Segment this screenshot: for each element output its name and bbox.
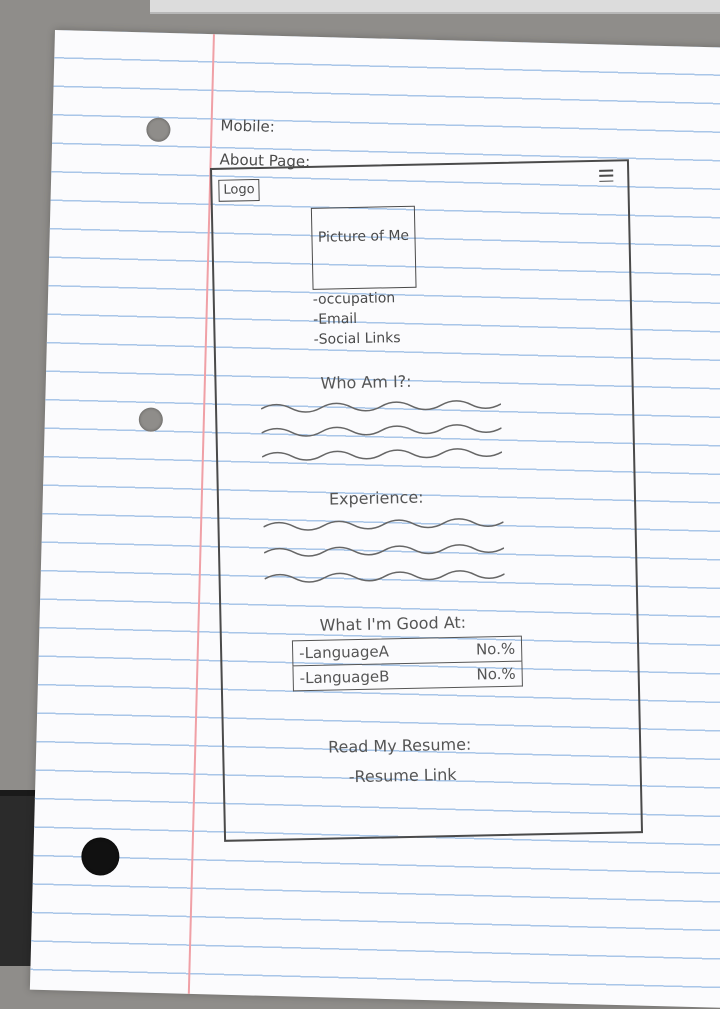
who-am-i-heading: Who Am I?:	[320, 371, 412, 393]
skills-table: -LanguageA No.% -LanguageB No.%	[291, 635, 523, 692]
mobile-label: Mobile:	[220, 116, 276, 136]
text-placeholder-line	[261, 424, 502, 437]
profile-info-list: -occupation -Email -Social Links	[313, 288, 401, 350]
resume-heading: Read My Resume:	[327, 734, 472, 757]
skill-level: No.%	[476, 664, 516, 684]
text-placeholder-line	[260, 400, 502, 413]
profile-picture-placeholder: Picture of Me	[310, 205, 417, 290]
text-placeholder-line	[263, 544, 505, 557]
email-item[interactable]: -Email	[313, 310, 358, 328]
skill-name: -LanguageA	[298, 642, 390, 663]
skill-level: No.%	[475, 639, 516, 659]
punch-hole-middle	[138, 407, 164, 432]
skills-heading: What I'm Good At:	[319, 612, 467, 635]
skill-row: -LanguageB No.%	[292, 661, 523, 692]
skill-name: -LanguageB	[299, 667, 390, 688]
social-links-item[interactable]: -Social Links	[313, 330, 401, 348]
mobile-wireframe: Logo Picture of Me -occupation -Email -S…	[210, 159, 644, 842]
resume-link[interactable]: -Resume Link	[348, 764, 457, 787]
text-placeholder-line	[261, 448, 503, 461]
punch-hole-bottom	[80, 836, 120, 876]
punch-hole-top	[146, 117, 171, 143]
occupation-item: -occupation	[312, 290, 396, 308]
desk-edge	[150, 0, 720, 14]
hamburger-menu-icon[interactable]	[599, 169, 614, 182]
text-placeholder-line	[264, 570, 505, 583]
text-placeholder-line	[263, 518, 504, 531]
experience-heading: Experience:	[328, 487, 424, 509]
logo[interactable]: Logo	[218, 178, 260, 202]
